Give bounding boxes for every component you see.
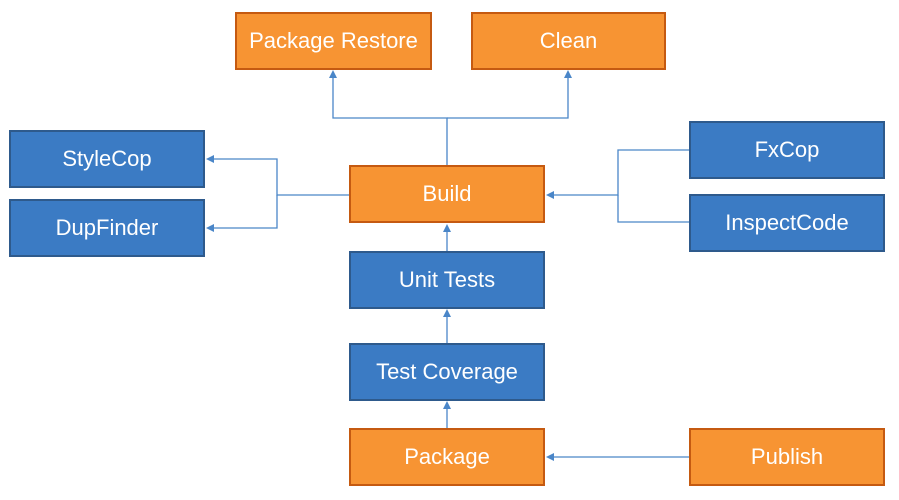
edge-fxcop-to-build <box>546 149 689 199</box>
edge-build-to-stylecop <box>206 155 349 196</box>
clean-node: Clean <box>471 12 666 70</box>
edge-test-coverage-to-unit-tests <box>443 309 451 343</box>
package-restore-node: Package Restore <box>235 12 432 70</box>
dupfinder-node: DupFinder <box>9 199 205 257</box>
edge-build-to-package-restore <box>329 70 448 165</box>
edge-build-to-clean <box>447 70 572 119</box>
edge-build-to-dupfinder <box>206 195 278 232</box>
fxcop-node: FxCop <box>689 121 885 179</box>
edge-unit-tests-to-build <box>443 224 451 251</box>
stylecop-node: StyleCop <box>9 130 205 188</box>
publish-node: Publish <box>689 428 885 486</box>
test-coverage-node: Test Coverage <box>349 343 545 401</box>
build-node: Build <box>349 165 545 223</box>
unit-tests-node: Unit Tests <box>349 251 545 309</box>
edge-package-to-test-coverage <box>443 401 451 428</box>
edge-publish-to-package <box>546 453 689 461</box>
package-node: Package <box>349 428 545 486</box>
edge-inspectcode-to-build <box>617 195 689 223</box>
inspectcode-node: InspectCode <box>689 194 885 252</box>
